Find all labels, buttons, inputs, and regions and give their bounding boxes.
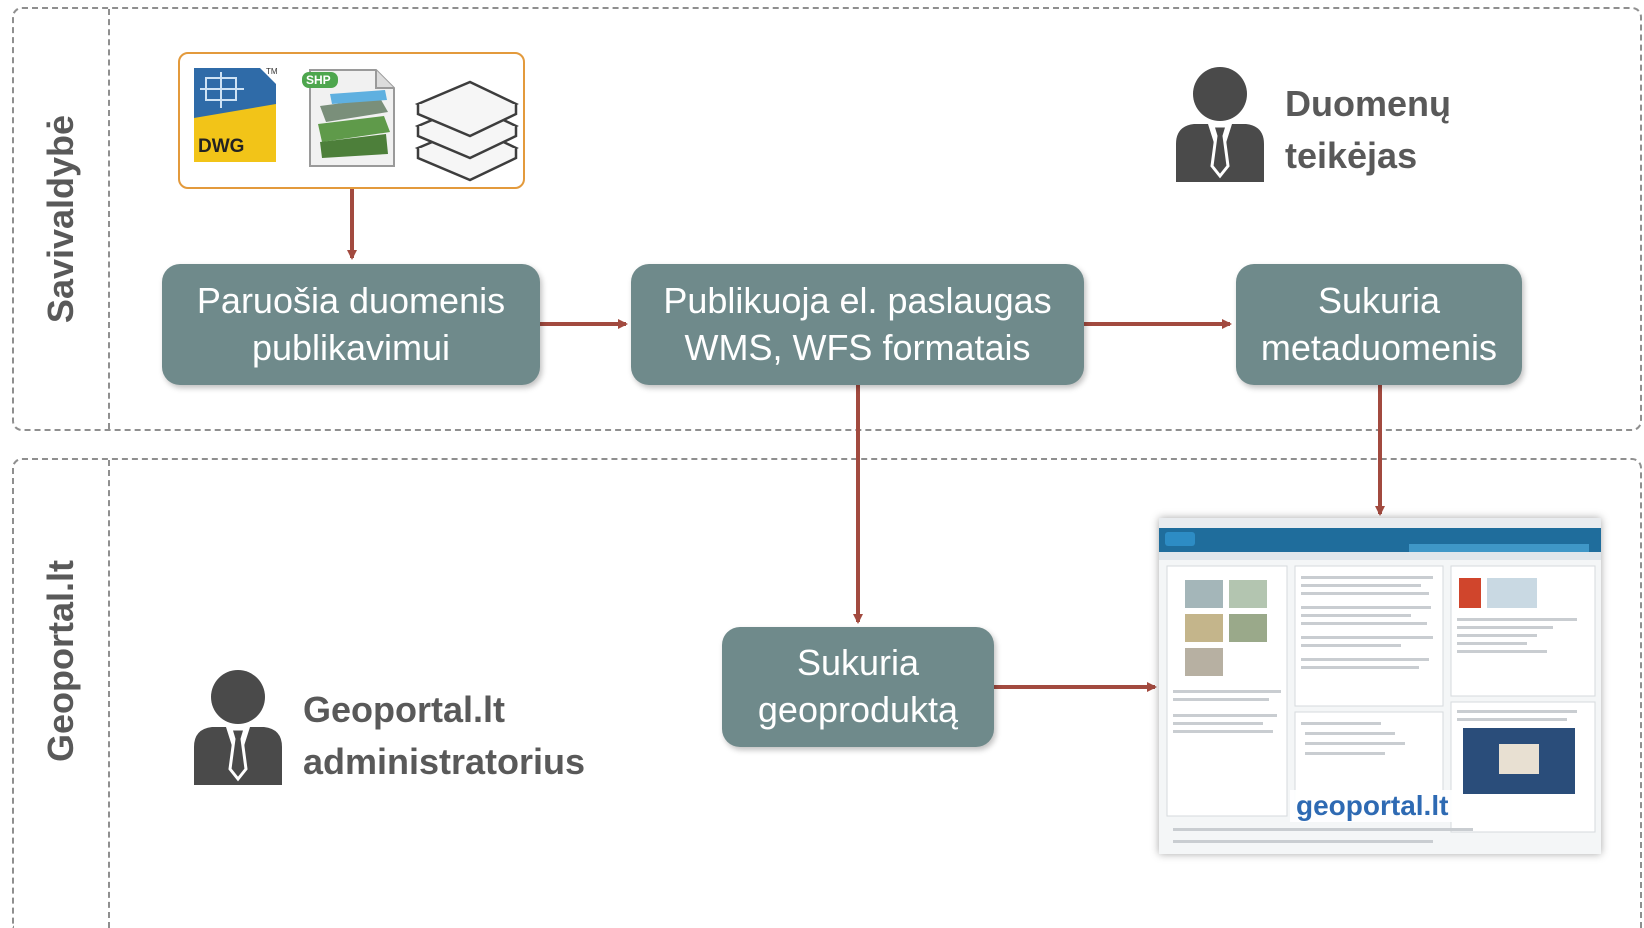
step-geoproduct-line2: geoproduktą [757, 689, 959, 730]
geoportal-link[interactable]: geoportal.lt [1290, 790, 1455, 822]
svg-text:TM: TM [266, 67, 278, 76]
person-icon [1176, 67, 1264, 182]
actor-provider-line2: teikėjas [1285, 135, 1418, 177]
dwg-file-icon: TM DWG [194, 67, 278, 162]
lane-label-column: Geoportal.lt [14, 460, 110, 928]
step-publish-line1: Publikuoja el. paslaugas [663, 279, 1052, 321]
actor-provider-line1: Duomenų [1285, 83, 1451, 124]
lane-savivaldybe: Savivaldybė [12, 7, 1642, 431]
step-geoproduct-line1: Sukuria [796, 642, 920, 684]
lane-geoportal: Geoportal.lt [12, 458, 1642, 928]
step-prepare-line2: publikavimui [251, 326, 451, 368]
svg-text:SHP: SHP [306, 73, 331, 87]
database-layers-icon [414, 80, 519, 182]
lane-label-column: Savivaldybė [14, 9, 110, 429]
step-create-metadata: Sukuria metaduomenis [1236, 264, 1522, 385]
step-metadata-line2: metaduomenis [1260, 326, 1498, 368]
actor-data-provider: Duomenų teikėjas [1285, 78, 1451, 182]
step-publish-line2: WMS, WFS formatais [684, 326, 1031, 368]
actor-admin-line2: administratorius [303, 741, 586, 783]
shp-file-icon: SHP [302, 69, 395, 167]
source-files-frame: TM DWG SHP [178, 52, 525, 189]
website-thumbnail [1159, 518, 1601, 843]
step-publish-services: Publikuoja el. paslaugas WMS, WFS format… [631, 264, 1084, 385]
step-prepare-data: Paruošia duomenis publikavimui [162, 264, 540, 385]
step-metadata-line1: Sukuria [1317, 279, 1441, 321]
source-file-icons: TM DWG SHP [194, 67, 519, 182]
svg-text:DWG: DWG [198, 136, 244, 157]
person-icon [194, 670, 282, 785]
actor-geoportal-admin: Geoportal.lt administratorius [303, 684, 585, 788]
step-prepare-line1: Paruošia duomenis [196, 279, 506, 321]
actor-admin-line1: Geoportal.lt [303, 689, 506, 730]
geoportal-website-screenshot: geoportal.lt [1159, 518, 1601, 854]
step-create-geoproduct: Sukuria geoproduktą [722, 627, 994, 747]
